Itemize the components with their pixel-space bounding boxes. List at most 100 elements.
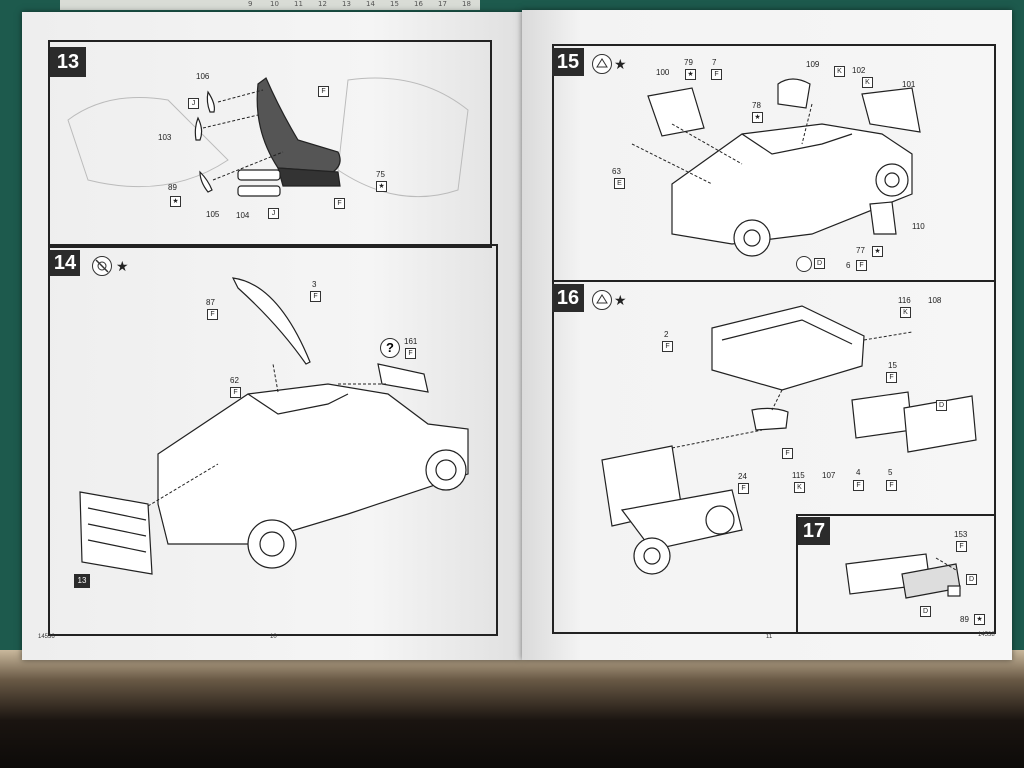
page-code-left: 14536 <box>38 634 55 640</box>
part-code-f: F <box>334 198 345 209</box>
step-13-number: 13 <box>50 47 86 77</box>
part-code-d: D <box>920 606 931 617</box>
part-115-label: 115 <box>792 471 805 480</box>
part-78-label: 78 <box>752 101 761 110</box>
ruler-tick-label: 10 <box>270 0 279 8</box>
step-14-panel <box>48 244 498 636</box>
part-101-label: 101 <box>902 80 916 89</box>
part-109-label: 109 <box>806 60 820 69</box>
part-code-f: F <box>318 86 329 97</box>
part-code-d: D <box>936 400 947 411</box>
part-108-label: 108 <box>928 296 942 305</box>
part-89-label: 89 <box>168 183 177 192</box>
part-116-label: 116 <box>898 296 911 305</box>
part-6-label: 6 <box>846 261 851 270</box>
part-15-label: 15 <box>888 361 897 370</box>
ruler-tick-label: 15 <box>390 0 399 8</box>
step-16-number: 16 <box>552 284 584 312</box>
part-code-j: J <box>268 208 279 219</box>
part-77-label: 77 <box>856 246 865 255</box>
no-paint-icon <box>92 256 112 276</box>
part-3-label: 3 <box>312 280 317 289</box>
part-code-f: F <box>711 69 722 80</box>
star-part-code: ★ <box>685 69 696 80</box>
ruler-tick-label: 16 <box>414 0 423 8</box>
part-79-label: 79 <box>684 58 693 67</box>
part-code-f: F <box>782 448 793 459</box>
part-code-k: K <box>834 66 845 77</box>
part-87-label: 87 <box>206 298 215 307</box>
part-102-label: 102 <box>852 66 866 75</box>
ruler-tick-label: 13 <box>342 0 351 8</box>
step-13-panel <box>48 40 492 248</box>
page-number-right: 11 <box>766 634 773 640</box>
part-110-label: 110 <box>912 222 925 231</box>
part-63-label: 63 <box>612 167 621 176</box>
star-part-code: ★ <box>872 246 883 257</box>
optional-part-icon: ? <box>380 338 400 358</box>
star-symbol: ★ <box>116 258 129 274</box>
ruler-tick-label: 18 <box>462 0 471 8</box>
part-code-f: F <box>886 480 897 491</box>
star-part-code: ★ <box>974 614 985 625</box>
step-17-number: 17 <box>798 517 830 545</box>
part-code-j: J <box>188 98 199 109</box>
ruler-tick-label: 17 <box>438 0 447 8</box>
ruler-tick-label: 12 <box>318 0 327 8</box>
part-75-label: 75 <box>376 170 385 179</box>
step-16-panel <box>552 280 996 634</box>
part-code-f: F <box>853 480 864 491</box>
page-code-right: 14538 <box>978 632 995 638</box>
part-89-label: 89 <box>960 615 969 624</box>
part-code-f: F <box>886 372 897 383</box>
part-code-k: K <box>794 482 805 493</box>
part-105-label: 105 <box>206 210 220 219</box>
ruler-tick-label: 9 <box>248 0 253 8</box>
step-14-drawing <box>79 277 469 575</box>
star-part-code: ★ <box>752 112 763 123</box>
step-reference-13: 13 <box>74 574 90 588</box>
part-code-f: F <box>310 291 321 302</box>
ruler-tick-label: 11 <box>294 0 303 8</box>
step-17-drawing <box>845 553 961 599</box>
part-code-f: F <box>207 309 218 320</box>
part-code-k: K <box>900 307 911 318</box>
part-4-label: 4 <box>856 468 861 477</box>
step-16-drawing <box>601 305 977 575</box>
ruler-tick-label: 14 <box>366 0 375 8</box>
part-153-label: 153 <box>954 530 968 539</box>
star-part-code: ★ <box>376 181 387 192</box>
part-103-label: 103 <box>158 133 172 142</box>
part-code-f: F <box>405 348 416 359</box>
part-104-label: 104 <box>236 211 250 220</box>
part-code-f: F <box>956 541 967 552</box>
part-100-label: 100 <box>656 68 670 77</box>
step-15-drawing <box>631 78 921 257</box>
star-symbol: ★ <box>614 292 627 308</box>
part-107-label: 107 <box>822 471 836 480</box>
part-62-label: 62 <box>230 376 239 385</box>
part-106-label: 106 <box>196 72 210 81</box>
part-code-f: F <box>230 387 241 398</box>
table-edge <box>0 650 1024 768</box>
part-code-e: E <box>614 178 625 189</box>
part-code-f: F <box>856 260 867 271</box>
page-number-left: 10 <box>270 634 277 640</box>
ruler: 9 10 11 12 13 14 15 16 17 18 <box>60 0 480 10</box>
star-symbol: ★ <box>614 56 627 72</box>
step-14-number: 14 <box>50 250 80 276</box>
part-code-d: D <box>814 258 825 269</box>
part-code-d: D <box>966 574 977 585</box>
part-code-f: F <box>738 483 749 494</box>
part-2-label: 2 <box>664 330 669 339</box>
star-part-code: ★ <box>170 196 181 207</box>
glue-icon <box>592 54 612 74</box>
part-code-k: K <box>862 77 873 88</box>
part-24-label: 24 <box>738 472 747 481</box>
part-5-label: 5 <box>888 468 893 477</box>
step-13-drawing <box>67 77 469 198</box>
step-15-number: 15 <box>552 48 584 76</box>
part-7-label: 7 <box>712 58 717 67</box>
part-code-f: F <box>662 341 673 352</box>
glue-icon <box>592 290 612 310</box>
